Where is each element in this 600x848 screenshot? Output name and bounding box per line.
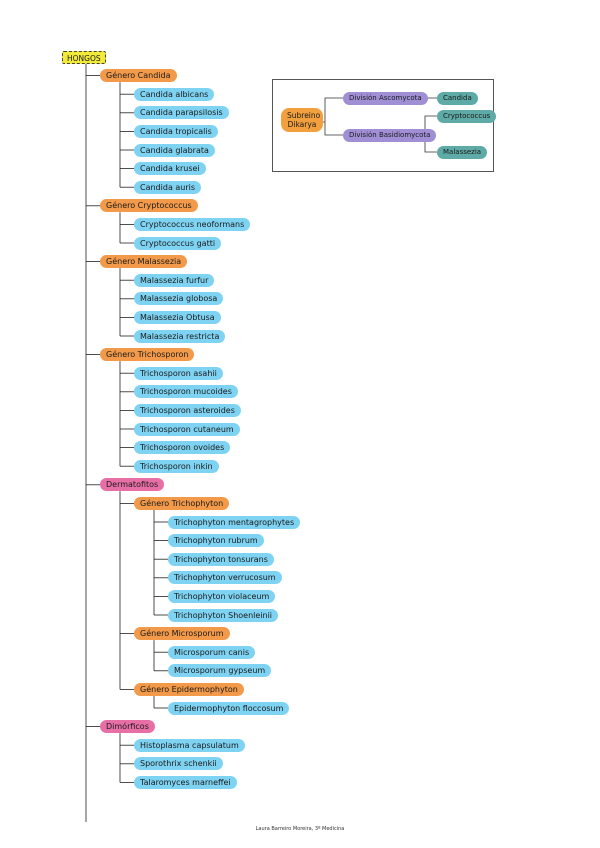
- legend-division-basidiomycota: División Basidiomycota: [343, 129, 437, 142]
- node-genero-malassezia: Género Malassezia: [100, 255, 188, 269]
- node-dimorficos: Dimórficos: [100, 720, 155, 734]
- node-dermatofitos: Dermatofitos: [100, 478, 165, 492]
- dikarya-classification-box: Subreino Dikarya División Ascomycota Div…: [272, 79, 497, 172]
- node-candida-tropicalis: Candida tropicalis: [134, 124, 218, 138]
- legend-division-ascomycota: División Ascomycota: [343, 92, 428, 105]
- node-sporothrix-schenkii: Sporothrix schenkii: [134, 757, 223, 771]
- node-malassezia-obtusa: Malassezia Obtusa: [134, 310, 221, 324]
- node-candida-krusei: Candida krusei: [134, 162, 206, 176]
- legend-cryptococcus: Cryptococcus: [437, 110, 497, 123]
- node-trichophyton-verrucosum: Trichophyton verrucosum: [168, 571, 282, 585]
- node-genero-trichophyton: Género Trichophyton: [134, 496, 230, 510]
- node-trichophyton-mentagrophytes: Trichophyton mentagrophytes: [168, 515, 301, 529]
- node-microsporum-gypseum: Microsporum gypseum: [168, 664, 272, 678]
- node-genero-candida: Género Candida: [100, 69, 177, 83]
- node-candida-albicans: Candida albicans: [134, 87, 215, 101]
- node-genero-microsporum: Género Microsporum: [134, 627, 230, 641]
- node-malassezia-furfur: Malassezia furfur: [134, 273, 215, 287]
- node-trichosporon-mucoides: Trichosporon mucoides: [134, 385, 238, 399]
- node-trichophyton-rubrum: Trichophyton rubrum: [168, 534, 264, 548]
- node-malassezia-globosa: Malassezia globosa: [134, 292, 224, 306]
- node-microsporum-canis: Microsporum canis: [168, 645, 256, 659]
- legend-subreino-dikarya: Subreino Dikarya: [281, 108, 323, 132]
- node-trichophyton-violaceum: Trichophyton violaceum: [168, 589, 276, 603]
- node-talaromyces-marneffei: Talaromyces marneffei: [134, 775, 237, 789]
- node-genero-trichosporon: Género Trichosporon: [100, 348, 195, 362]
- legend-candida: Candida: [437, 92, 478, 105]
- node-candida-auris: Candida auris: [134, 180, 202, 194]
- node-trichophyton-tonsurans: Trichophyton tonsurans: [168, 552, 274, 566]
- node-genero-epidermophyton: Género Epidermophyton: [134, 682, 244, 696]
- node-trichosporon-asahii: Trichosporon asahii: [134, 366, 223, 380]
- node-cryptococcus-gatti: Cryptococcus gatti: [134, 236, 222, 250]
- node-epidermophyton-floccosum: Epidermophyton floccosum: [168, 701, 290, 715]
- node-cryptococcus-neoformans: Cryptococcus neoformans: [134, 217, 251, 231]
- node-trichophyton-shoenleinii: Trichophyton Shoenleinii: [168, 608, 279, 622]
- node-trichosporon-asteroides: Trichosporon asteroides: [134, 403, 241, 417]
- node-malassezia-restricta: Malassezia restricta: [134, 329, 226, 343]
- node-candida-glabrata: Candida glabrata: [134, 143, 215, 157]
- node-trichosporon-ovoides: Trichosporon ovoides: [134, 441, 231, 455]
- root-node: HONGOS: [62, 50, 106, 64]
- node-genero-cryptococcus: Género Cryptococcus: [100, 199, 198, 213]
- legend-malassezia: Malassezia: [437, 146, 488, 159]
- node-trichosporon-inkin: Trichosporon inkin: [134, 459, 219, 473]
- node-trichosporon-cutaneum: Trichosporon cutaneum: [134, 422, 240, 436]
- node-candida-parapsilosis: Candida parapsilosis: [134, 106, 229, 120]
- author-footer: Laura Barreiro Moreira, 3º Medicina: [255, 826, 345, 832]
- node-histoplasma-capsulatum: Histoplasma capsulatum: [134, 738, 245, 752]
